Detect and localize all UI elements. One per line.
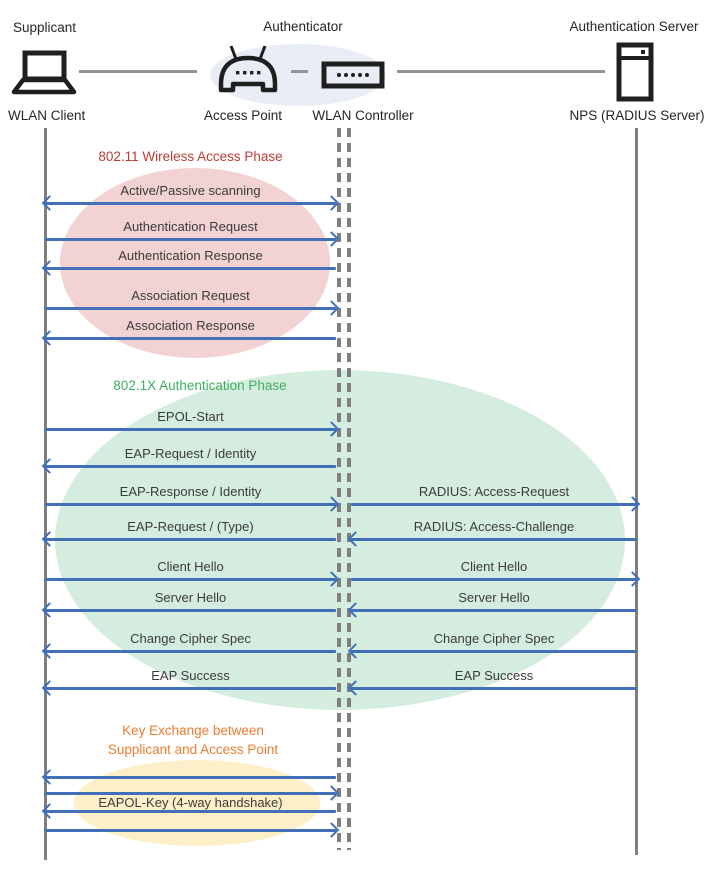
arrow-right xyxy=(45,578,336,581)
arrow-left xyxy=(351,687,637,690)
arrow-left xyxy=(351,538,637,541)
message-radius-access-challenge: RADIUS: Access-Challenge xyxy=(351,519,637,541)
arrow-left xyxy=(351,650,637,653)
device-label-wlan-client: WLAN Client xyxy=(8,108,86,123)
arrow-right xyxy=(45,238,336,241)
arrow-right xyxy=(45,503,336,506)
message-label: EAP-Request / (Type) xyxy=(127,519,254,534)
message-change-cipher-spec-right: Change Cipher Spec xyxy=(351,631,637,653)
message-eap-request-type: EAP-Request / (Type) xyxy=(45,519,336,541)
connector-controller-server xyxy=(397,70,605,73)
message-label: Client Hello xyxy=(460,559,528,574)
message-label: Server Hello xyxy=(458,590,530,605)
eapol-key-arrow-2 xyxy=(45,792,336,795)
arrow-left xyxy=(45,687,336,690)
phase-title-key-exchange-line2: Supplicant and Access Point xyxy=(107,742,279,757)
arrow-left xyxy=(351,609,637,612)
message-label: Authentication Request xyxy=(123,219,258,234)
message-label: Association Request xyxy=(131,288,250,303)
message-label: EAP Success xyxy=(151,668,230,683)
message-epol-start: EPOL-Start xyxy=(45,409,336,431)
message-label: Server Hello xyxy=(154,590,227,605)
message-change-cipher-spec-left: Change Cipher Spec xyxy=(45,631,336,653)
phase-title-8021x: 802.1X Authentication Phase xyxy=(113,378,287,393)
message-client-hello-left: Client Hello xyxy=(45,559,336,581)
message-client-hello-right: Client Hello xyxy=(351,559,637,581)
message-label: EAP-Request / Identity xyxy=(124,446,257,461)
message-label: Authentication Response xyxy=(118,248,263,263)
message-label: Association Response xyxy=(126,318,255,333)
message-association-request: Association Request xyxy=(45,288,336,310)
message-label: EAP-Response / Identity xyxy=(119,484,262,499)
connector-ap-controller xyxy=(291,70,308,73)
message-server-hello-right: Server Hello xyxy=(351,590,637,612)
lifeline-wlan-controller-dashed-2 xyxy=(347,128,351,850)
eapol-key-arrow-4 xyxy=(45,829,336,832)
role-authentication-server: Authentication Server xyxy=(569,19,699,34)
role-authenticator: Authenticator xyxy=(263,19,343,34)
phase-80211-ellipse xyxy=(60,168,330,358)
arrow-left xyxy=(45,337,336,340)
arrow-left xyxy=(45,650,336,653)
role-supplicant: Supplicant xyxy=(13,20,77,35)
arrow-right xyxy=(351,503,637,506)
arrow-left xyxy=(45,267,336,270)
arrow-left xyxy=(45,810,336,813)
laptop-icon xyxy=(10,50,78,96)
phase-title-80211: 802.11 Wireless Access Phase xyxy=(98,149,283,164)
arrow-right xyxy=(351,578,637,581)
message-eapol-key: EAPOL-Key (4-way handshake) xyxy=(45,795,336,811)
message-eap-response-identity: EAP-Response / Identity xyxy=(45,484,336,506)
message-label: Client Hello xyxy=(157,559,224,574)
message-active-passive-scanning: Active/Passive scanning xyxy=(45,183,336,205)
authenticator-group-ellipse xyxy=(210,44,386,106)
lifeline-wlan-client xyxy=(44,128,47,860)
message-eap-success-left: EAP Success xyxy=(45,668,336,690)
arrow-both xyxy=(45,202,336,205)
message-association-response: Association Response xyxy=(45,318,336,340)
message-label: EPOL-Start xyxy=(157,409,224,424)
lifeline-wlan-controller-dashed-1 xyxy=(337,128,341,850)
eapol-key-arrow-1 xyxy=(45,776,336,779)
phase-title-key-exchange: Key Exchange between Supplicant and Acce… xyxy=(45,721,341,759)
arrow-right xyxy=(45,829,336,832)
arrow-left xyxy=(45,776,336,779)
arrow-left xyxy=(45,465,336,468)
wlan-controller-icon xyxy=(321,61,385,89)
message-label: Change Cipher Spec xyxy=(433,631,555,646)
arrow-right xyxy=(45,792,336,795)
message-authentication-request: Authentication Request xyxy=(45,219,336,241)
phase-title-key-exchange-line1: Key Exchange between xyxy=(122,723,264,738)
device-label-nps-radius-server: NPS (RADIUS Server) xyxy=(569,108,705,123)
message-label: RADIUS: Access-Request xyxy=(418,484,570,499)
arrow-right xyxy=(45,307,336,310)
message-server-hello-left: Server Hello xyxy=(45,590,336,612)
message-label: EAP Success xyxy=(454,668,534,683)
arrow-left xyxy=(45,538,336,541)
message-authentication-response: Authentication Response xyxy=(45,248,336,270)
eapol-key-arrow-3 xyxy=(45,810,336,813)
message-label: RADIUS: Access-Challenge xyxy=(413,519,575,534)
server-icon xyxy=(616,42,654,102)
lifeline-radius-server xyxy=(635,128,638,855)
message-radius-access-request: RADIUS: Access-Request xyxy=(351,484,637,506)
phase-key-exchange-ellipse xyxy=(74,760,320,846)
arrow-right xyxy=(45,428,336,431)
message-eap-success-right: EAP Success xyxy=(351,668,637,690)
arrow-left xyxy=(45,609,336,612)
device-label-access-point: Access Point xyxy=(203,108,283,123)
message-eap-request-identity: EAP-Request / Identity xyxy=(45,446,336,468)
message-label: Active/Passive scanning xyxy=(120,183,261,198)
connector-client-ap xyxy=(79,70,197,73)
access-point-icon xyxy=(216,44,280,98)
message-label: Change Cipher Spec xyxy=(130,631,251,646)
message-label: EAPOL-Key (4-way handshake) xyxy=(98,795,283,810)
device-label-wlan-controller: WLAN Controller xyxy=(312,108,414,123)
